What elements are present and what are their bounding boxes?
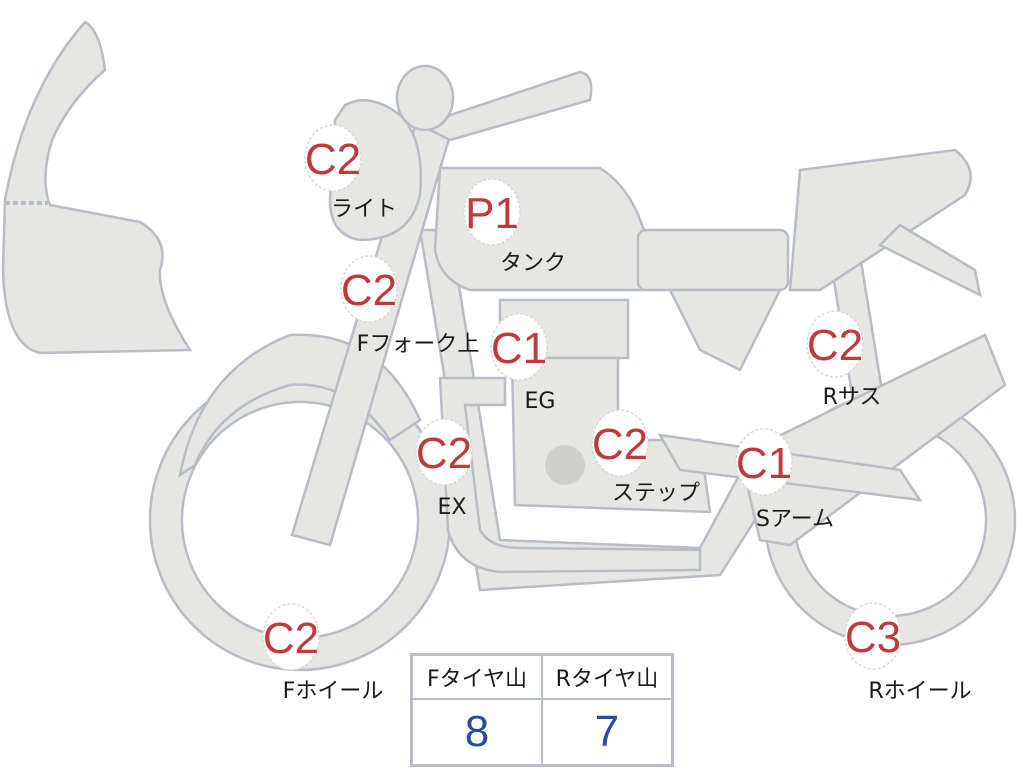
part-label: Rホイール xyxy=(868,679,971,704)
rear-tire-value: 7 xyxy=(541,698,674,767)
part-label: Sアーム xyxy=(756,507,834,532)
part-badge-step: C2 ステップ xyxy=(591,409,700,506)
part-label: ステップ xyxy=(612,481,700,506)
part-badge-light: C2 ライト xyxy=(304,124,397,222)
condition-code: C2 xyxy=(305,135,361,184)
tail-cowl xyxy=(667,288,783,372)
front-tire-value: 8 xyxy=(410,698,543,767)
handlebar xyxy=(416,70,593,142)
condition-code: C2 xyxy=(341,266,397,315)
part-label: ライト xyxy=(331,197,397,222)
condition-code: C2 xyxy=(592,420,648,469)
rear-frame xyxy=(877,223,982,298)
condition-code: P1 xyxy=(465,189,519,238)
part-label: タンク xyxy=(500,251,566,276)
part-label: Fホイール xyxy=(283,679,384,704)
condition-code: C2 xyxy=(263,614,319,663)
exhaust xyxy=(438,376,702,574)
part-label: Fフォーク上 xyxy=(357,332,480,357)
condition-code: C1 xyxy=(736,439,792,488)
seat-front xyxy=(636,228,790,292)
engine-cover xyxy=(545,445,585,485)
part-label: Rサス xyxy=(823,385,882,410)
mirror xyxy=(395,64,455,132)
part-label: EX xyxy=(438,495,467,520)
condition-code: C1 xyxy=(491,324,547,373)
part-badge-tank: P1 タンク xyxy=(463,178,566,276)
condition-code: C2 xyxy=(807,321,863,370)
rear-tire-header: Rタイヤ山 xyxy=(541,653,674,700)
condition-code: C2 xyxy=(416,429,472,478)
tire-tread-table: Fタイヤ山 Rタイヤ山 8 7 xyxy=(410,653,674,767)
condition-code: C3 xyxy=(845,613,901,662)
front-tire-header: Fタイヤ山 xyxy=(410,653,543,700)
part-label: EG xyxy=(525,389,556,414)
seat-rear xyxy=(788,148,972,292)
swingarm xyxy=(738,333,1007,547)
fairing xyxy=(1,20,193,355)
